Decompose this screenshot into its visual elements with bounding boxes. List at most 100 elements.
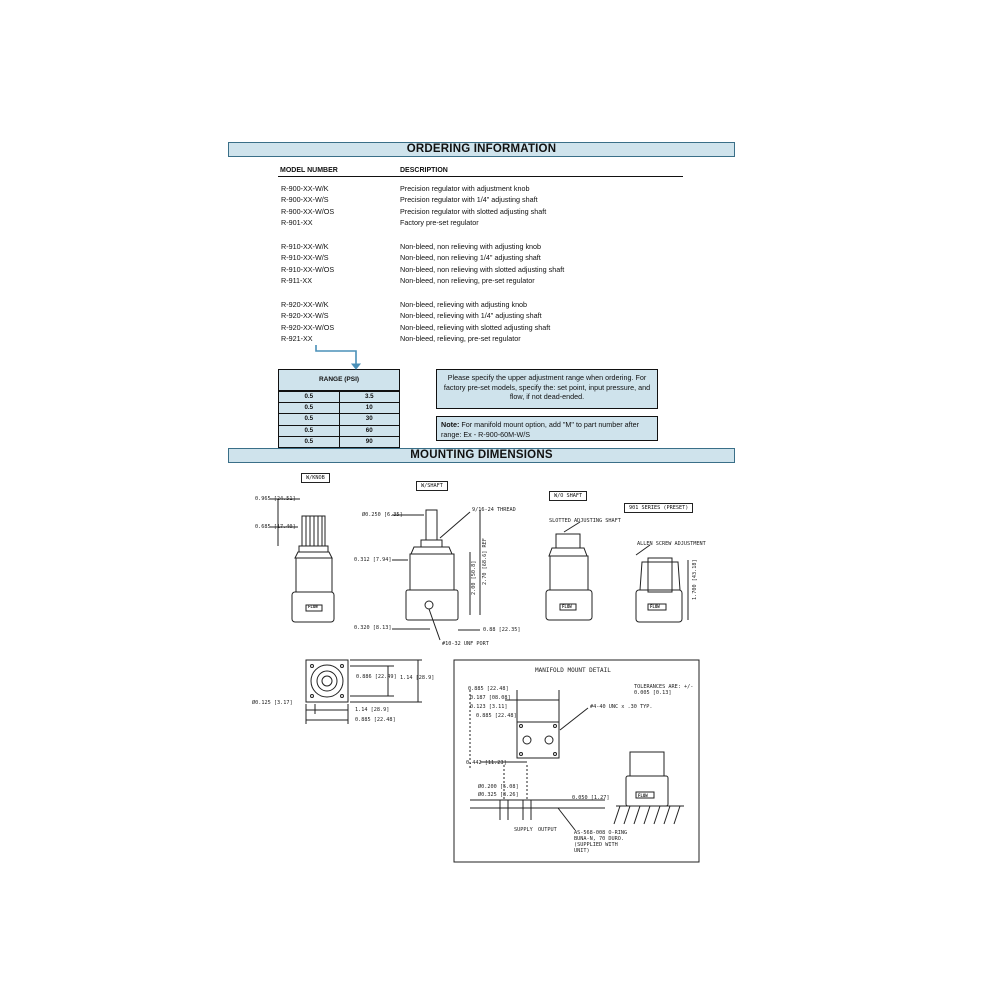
model-number-cell: R-911-XX [281, 276, 313, 286]
range-arrow-line [315, 345, 357, 366]
slotted-shaft-label: SLOTTED ADJUSTING SHAFT [549, 518, 621, 524]
manifold-title: MANIFOLD MOUNT DETAIL [535, 667, 611, 674]
model-number-cell: R-910-XX-W/K [281, 242, 329, 251]
view-label-knob: W/KNOB [301, 473, 330, 483]
flow-label-knob: FLOW [308, 604, 318, 609]
description-cell: Precision regulator with adjustment knob [400, 184, 530, 193]
dim-125: Ø0.125 [3.17] [252, 700, 293, 706]
description-cell: Non-bleed, non relieving, pre-set regula… [400, 276, 535, 286]
manifold-d3: 0.123 [3.11] [470, 704, 508, 710]
range-max-cell: 90 [338, 436, 400, 447]
oring-label: AS-568-008 O-RING BUNA-N, 70 DURO. (SUPP… [574, 830, 628, 854]
model-number-cell: R-901-XX [281, 218, 313, 228]
description-cell: Non-bleed, relieving with 1/4" adjusting… [400, 311, 542, 321]
range-row: 0.5 30 [279, 413, 400, 425]
range-min-cell: 0.5 [304, 437, 314, 445]
model-number-cell: R-900-XX-W/OS [281, 206, 335, 216]
range-min-cell: 0.5 [304, 426, 314, 434]
range-max-cell: 3.5 [338, 392, 400, 403]
description-header: DESCRIPTION [400, 167, 448, 174]
view-label-shaft: W/SHAFT [416, 481, 448, 491]
range-max-cell: 60 [338, 425, 400, 436]
manifold-d1: 0.885 [22.48] [468, 686, 509, 692]
description-cell: Non-bleed, relieving with slotted adjust… [400, 322, 551, 332]
header-rule [278, 176, 683, 177]
dim-114: 1.14 [28.9] [400, 675, 435, 681]
range-max-cell: 10 [338, 403, 400, 414]
mounting-dimensions-header: MOUNTING DIMENSIONS [228, 448, 735, 463]
output-label: OUTPUT [538, 827, 557, 833]
model-number-cell: R-910-XX-W/OS [281, 264, 335, 274]
flow-label-manifold: FLOW [638, 793, 648, 798]
tolerance-label: TOLERANCES ARE: +/- 0.005 [0.13] [634, 684, 694, 696]
description-cell: Precision regulator with slotted adjusti… [400, 206, 547, 216]
dim-886: 0.886 [22.49] [356, 674, 397, 680]
dim-1700: 1.700 [43.18] [692, 559, 698, 600]
dim-886b: 0.885 [22.48] [355, 717, 396, 723]
range-min-cell: 0.5 [304, 404, 314, 412]
preset-regulator-drawing [635, 544, 689, 623]
dim-250: Ø0.250 [6.35] [362, 512, 403, 518]
description-cell: Precision regulator with 1/4" adjusting … [400, 195, 538, 205]
range-row: 0.5 3.5 [279, 391, 400, 403]
range-table-title: RANGE (PSI) [279, 370, 399, 391]
dim-965: 0.965 [24.51] [255, 496, 296, 502]
range-table: RANGE (PSI) 0.5 3.5 0.5 10 0.5 30 0.5 60 0.5 90 [278, 369, 400, 448]
range-max-cell: 30 [338, 414, 400, 425]
view-label-noshaft: W/O SHAFT [549, 491, 588, 501]
dim-200: 2.00 [50.8] [471, 560, 477, 595]
noshaft-regulator-drawing [545, 521, 593, 621]
model-number-cell: R-920-XX-W/K [281, 300, 329, 309]
range-min-cell: 0.5 [304, 415, 314, 423]
view-label-preset: 901 SERIES (PRESET) [624, 503, 694, 513]
manifold-note-label: Note: [441, 420, 460, 429]
top-view-drawing [305, 659, 422, 724]
range-row: 0.5 90 [279, 435, 400, 447]
range-row: 0.5 10 [279, 402, 400, 414]
manifold-d2: 0.187 [08.08] [470, 695, 511, 701]
upper-range-note: Please specify the upper adjustment rang… [436, 369, 658, 409]
description-cell: Non-bleed, non relieving with slotted ad… [400, 264, 565, 274]
model-number-header: MODEL NUMBER [280, 167, 338, 174]
description-cell: Factory pre-set regulator [400, 218, 479, 228]
dim-88: 0.88 [22.35] [483, 627, 521, 633]
thread-label: 9/16-24 THREAD [472, 507, 516, 513]
description-cell: Non-bleed, non relieving 1/4" adjusting … [400, 253, 541, 263]
dim-320: 0.320 [8.13] [354, 625, 392, 631]
description-cell: Non-bleed, non relieving with adjusting … [400, 242, 542, 251]
manifold-note: Note: For manifold mount option, add "M"… [436, 416, 658, 441]
model-number-cell: R-900-XX-W/S [281, 195, 329, 205]
manifold-screws: #4-40 UNC x .30 TYP. [590, 704, 653, 710]
dim-685: 0.685 [17.40] [255, 524, 296, 530]
range-arrow-head [350, 363, 362, 370]
range-min-cell: 0.5 [304, 393, 314, 400]
manifold-d4: 0.885 [22.48] [476, 713, 517, 719]
description-cell: Non-bleed, relieving, pre-set regulator [400, 334, 521, 344]
manifold-d6: Ø0.200 [5.08] [478, 784, 519, 790]
model-number-cell: R-900-XX-W/K [281, 184, 329, 193]
allen-screw-label: ALLEN SCREW ADJUSTMENT [637, 541, 706, 547]
model-number-cell: R-920-XX-W/S [281, 311, 329, 321]
range-row: 0.5 60 [279, 424, 400, 436]
flow-label-preset: FLOW [650, 604, 660, 609]
dim-114b: 1.14 [28.9] [355, 707, 390, 713]
flow-label-noshaft: FLOW [562, 604, 572, 609]
description-cell: Non-bleed, relieving with adjusting knob [400, 300, 528, 309]
shaft-regulator-drawing [392, 509, 481, 641]
manifold-drawing [469, 690, 684, 831]
supply-label: SUPPLY [514, 827, 533, 833]
model-number-cell: R-921-XX [281, 334, 313, 344]
manifold-detail-frame [453, 659, 700, 863]
manifold-d5: 0.442 [11.23] [466, 760, 507, 766]
port-label: #10-32 UNF PORT [442, 641, 489, 647]
dim-270: 2.70 [68.6] REF [482, 538, 488, 585]
manifold-d8: 0.050 [1.27] [572, 795, 610, 801]
knob-regulator-drawing [270, 498, 335, 623]
manifold-note-text: For manifold mount option, add "M" to pa… [441, 420, 640, 439]
ordering-information-header: ORDERING INFORMATION [228, 142, 735, 157]
dim-312: 0.312 [7.94] [354, 557, 392, 563]
model-number-cell: R-920-XX-W/OS [281, 322, 335, 332]
manifold-d7: Ø0.325 [8.26] [478, 792, 519, 798]
model-number-cell: R-910-XX-W/S [281, 253, 329, 263]
